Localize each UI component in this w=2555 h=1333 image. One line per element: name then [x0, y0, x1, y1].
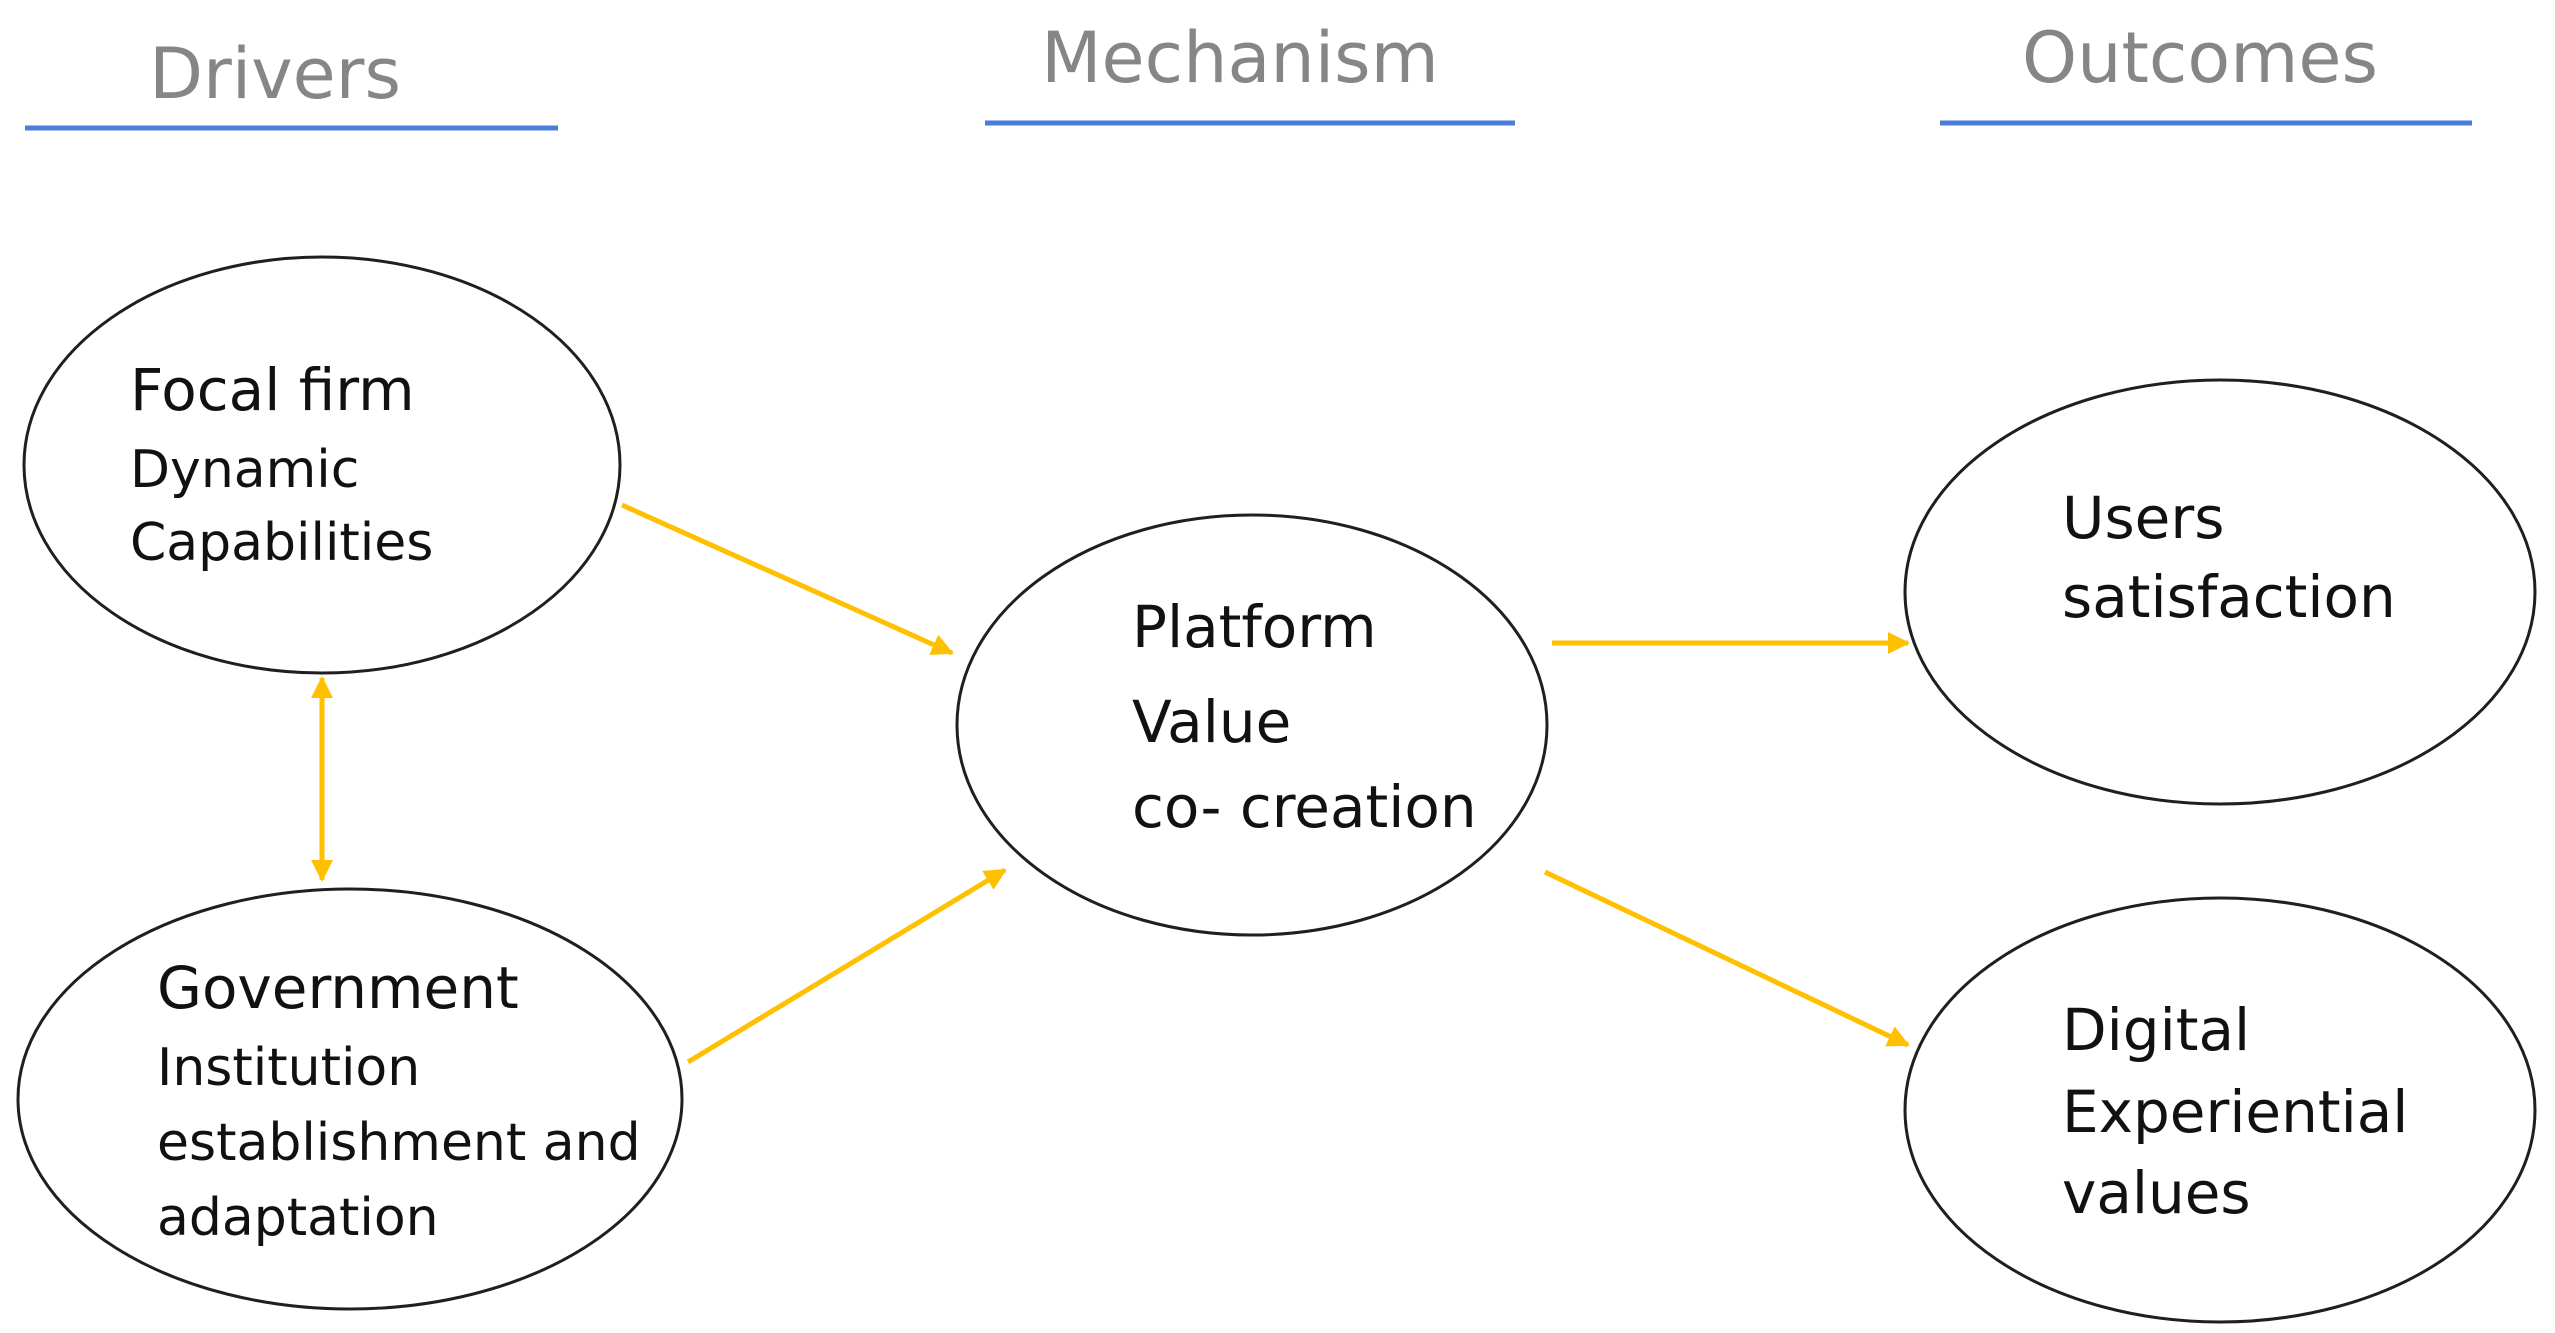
- focal-firm-line-1: Dynamic: [130, 440, 359, 500]
- node-government: [16, 887, 684, 1311]
- platform-line-3: co- creation: [1132, 773, 1477, 841]
- node-digital-experiential: [1903, 896, 2537, 1324]
- node-focal-firm: [22, 255, 622, 675]
- digital-line-2: Experiential: [2062, 1078, 2408, 1146]
- users-line-1: Users: [2062, 484, 2224, 552]
- platform-line-2: Value: [1132, 688, 1291, 756]
- header-outcomes: Outcomes: [2022, 17, 2378, 99]
- arrow-government-to-platform: [686, 867, 1007, 1065]
- header-drivers: Drivers: [149, 33, 401, 115]
- arrow-focal-firm-to-platform: [620, 502, 954, 656]
- government-title: Government: [157, 954, 519, 1022]
- focal-firm-line-2: Capabilities: [130, 513, 433, 573]
- focal-firm-title: Focal firm: [130, 356, 415, 424]
- government-line-1: Institution: [157, 1038, 420, 1098]
- header-mechanism: Mechanism: [1041, 17, 1439, 99]
- node-users-satisfaction: [1903, 378, 2537, 806]
- government-line-3: adaptation: [157, 1188, 439, 1248]
- node-platform: [955, 513, 1549, 937]
- digital-line-3: values: [2062, 1159, 2251, 1227]
- users-line-2: satisfaction: [2062, 563, 2396, 631]
- arrow-platform-to-digital-experiential: [1543, 869, 1910, 1048]
- government-line-2: establishment and: [157, 1113, 641, 1173]
- platform-line-1: Platform: [1132, 593, 1377, 661]
- digital-line-1: Digital: [2062, 996, 2250, 1064]
